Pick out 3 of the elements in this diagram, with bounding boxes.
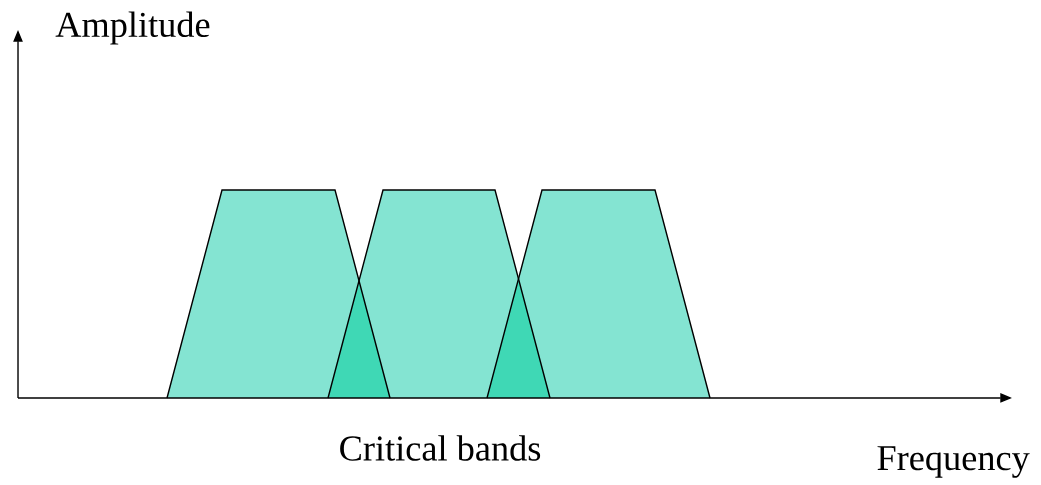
axis-label: Amplitude <box>55 11 210 45</box>
axis-label: Frequency <box>877 446 1030 478</box>
caption: Critical bands <box>340 435 541 461</box>
